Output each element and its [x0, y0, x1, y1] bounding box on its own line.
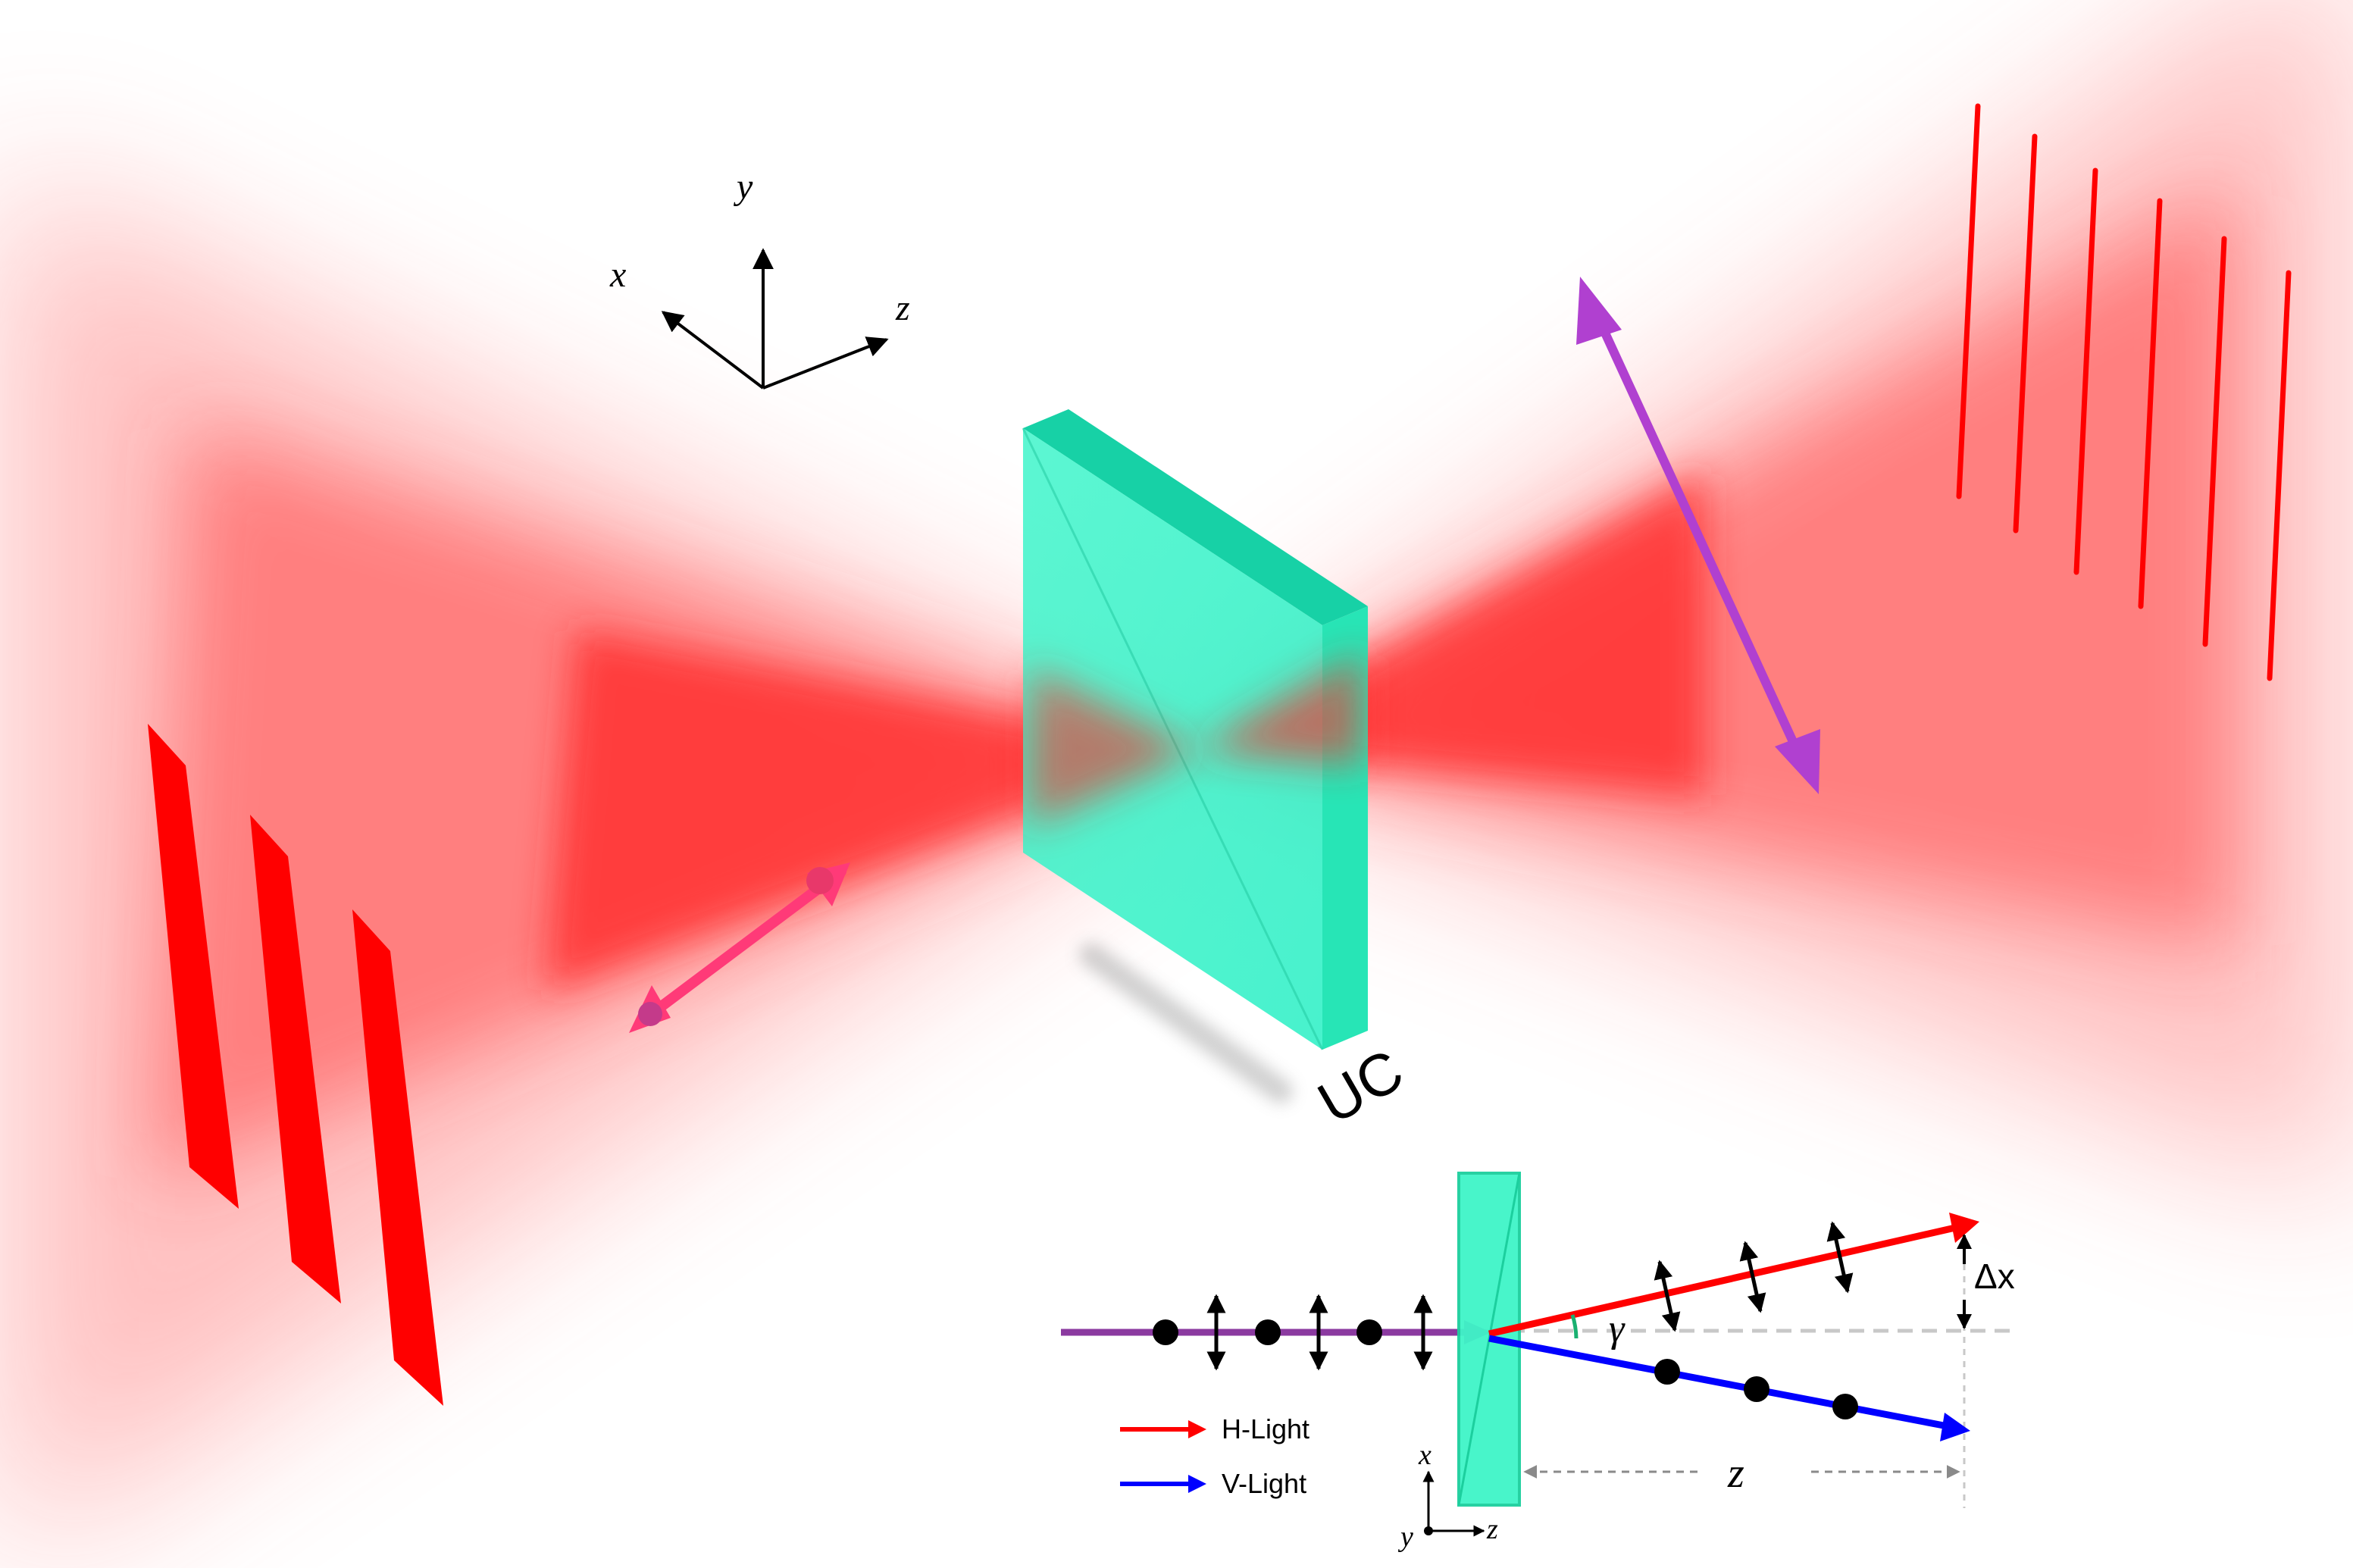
wavefront-left-3: [352, 909, 443, 1406]
wavefront-right-2: [2013, 133, 2038, 534]
wavefront-right-3: [2073, 167, 2098, 575]
legend-h-light-label: H-Light: [1222, 1413, 1309, 1444]
incident-wavefronts: [148, 724, 443, 1406]
angle-arc: [1570, 1314, 1579, 1339]
incident-polarization-ticks: [1206, 1294, 1433, 1371]
z-axis-arrow: [762, 336, 889, 390]
wavefront-right-4: [2138, 198, 2163, 609]
output-arrowhead-bottom: [1775, 729, 1820, 794]
output-wavefronts: [1956, 103, 2292, 681]
v-light-ray: [1488, 1335, 1948, 1430]
h-light-ray: [1488, 1224, 1956, 1338]
input-polarization-arrow: [629, 862, 850, 1033]
mini-axes-origin: [1424, 1526, 1433, 1535]
crystal-shadow: [1079, 943, 1293, 1103]
h-light-polarization-ticks: [1654, 1221, 1854, 1332]
delta-x-label: Δx: [1974, 1257, 2015, 1296]
wavefront-left-2: [250, 815, 341, 1304]
inset-schematic: γ Δx z H-Light V-Light x y z: [1061, 1172, 2016, 1553]
v-light-polarization-dots: [1654, 1359, 1858, 1419]
crystal-top-face: [1023, 409, 1368, 625]
z-axis-label: z: [895, 288, 910, 328]
legend-v-light-label: V-Light: [1222, 1468, 1306, 1499]
wavefront-right-1: [1956, 103, 1981, 499]
mini-axes: [1422, 1470, 1485, 1537]
v-light-arrowhead: [1940, 1413, 1970, 1441]
incident-polarization-dots: [1153, 1319, 1382, 1345]
beam-focus-overlay: [1031, 652, 1364, 826]
legend: H-Light V-Light: [1120, 1413, 1309, 1499]
y-axis-label: y: [733, 167, 753, 207]
x-axis-arrow: [661, 311, 765, 390]
crystal-label: UC: [1307, 1036, 1415, 1137]
wavefront-left-1: [148, 724, 239, 1209]
distance-label: z: [1727, 1450, 1744, 1497]
mini-axis-z-label: z: [1486, 1513, 1498, 1545]
axis-triad: [661, 248, 889, 390]
wavefront-right-5: [2202, 236, 2227, 647]
mini-axis-x-label: x: [1418, 1439, 1432, 1471]
wavefront-right-6: [2267, 270, 2292, 681]
x-axis-label: x: [609, 255, 626, 295]
output-polarization-arrow: [1576, 277, 1820, 794]
mini-axis-y-label: y: [1397, 1521, 1413, 1553]
angle-label: γ: [1609, 1307, 1626, 1350]
output-arrowhead-top: [1576, 277, 1622, 345]
